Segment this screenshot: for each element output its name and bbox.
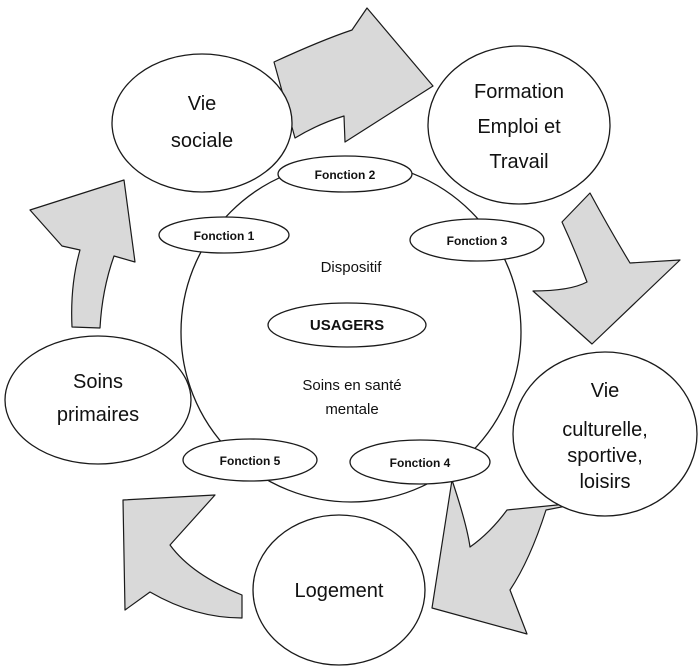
- logement-circle: [252, 514, 426, 666]
- fonction-2-ellipse: [277, 155, 413, 193]
- vie-sociale-circle: [111, 53, 293, 193]
- formation-circle: [427, 45, 611, 205]
- vie-culturelle-line3: sportive,: [567, 445, 643, 467]
- fonction-5-label: Fonction 5: [220, 454, 281, 468]
- vie-sociale-line1: Vie: [188, 93, 217, 115]
- vie-culturelle-circle: [512, 351, 698, 517]
- formation-line1: Formation: [474, 81, 564, 103]
- fonction-2-label: Fonction 2: [315, 168, 376, 182]
- node-soins-primaires: Soins primaires: [4, 335, 192, 465]
- arrow-culture-to-logement: [431, 479, 588, 635]
- fonction-4-label: Fonction 4: [390, 456, 451, 470]
- soins-sante-mentale-line1: Soins en santé: [302, 377, 401, 394]
- soins-primaires-line2: primaires: [57, 404, 139, 426]
- fonction-3-ellipse: [409, 218, 545, 262]
- vie-culturelle-line2: culturelle,: [562, 419, 648, 441]
- arrow-vie-sociale-to-formation: [273, 7, 434, 143]
- arrow-logement-to-soins: [122, 494, 243, 619]
- vie-culturelle-line1: Vie: [591, 380, 620, 402]
- node-vie-culturelle: Vie culturelle, sportive, loisirs: [512, 351, 698, 517]
- formation-line3: Travail: [489, 151, 548, 173]
- fonction-1-label: Fonction 1: [194, 229, 255, 243]
- usagers-label: USAGERS: [310, 317, 384, 334]
- node-vie-sociale: Vie sociale: [111, 53, 293, 193]
- arrow-soins-to-vie-sociale: [29, 179, 136, 329]
- node-formation: Formation Emploi et Travail: [427, 45, 611, 205]
- arrow-formation-to-culture: [532, 192, 681, 345]
- dispositif-label: Dispositif: [321, 259, 383, 276]
- soins-primaires-line1: Soins: [73, 371, 123, 393]
- fonction-3-label: Fonction 3: [447, 234, 508, 248]
- vie-culturelle-line4: loisirs: [579, 471, 630, 493]
- node-logement: Logement: [252, 514, 426, 666]
- fonction-1-ellipse: [158, 216, 290, 254]
- soins-sante-mentale-line2: mentale: [325, 401, 378, 418]
- fonction-4-ellipse: [349, 439, 491, 485]
- usagers-ellipse: [267, 302, 427, 348]
- fonction-5-ellipse: [182, 438, 318, 482]
- soins-primaires-circle: [4, 335, 192, 465]
- cycle-arrows: [29, 7, 681, 635]
- fonctions-group: Fonction 2 Fonction 1 Fonction 3 Fonctio…: [158, 155, 545, 485]
- vie-sociale-line2: sociale: [171, 130, 233, 152]
- formation-line2: Emploi et: [477, 116, 561, 138]
- logement-line1: Logement: [295, 580, 384, 602]
